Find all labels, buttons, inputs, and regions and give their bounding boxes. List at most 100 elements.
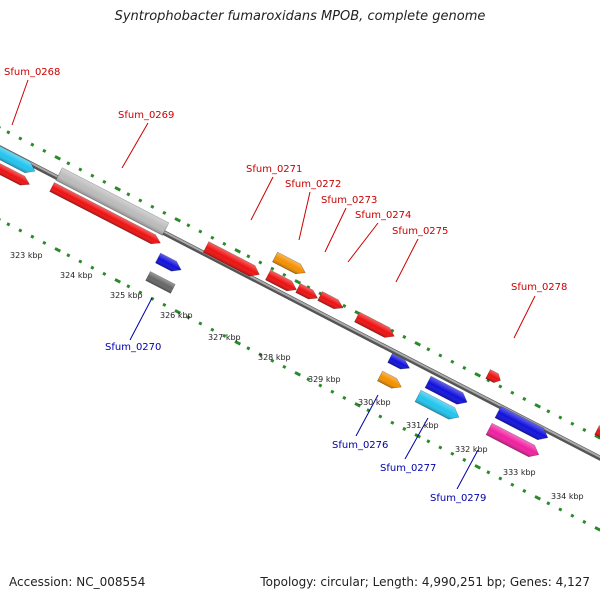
label-sfum-0272-leader bbox=[298, 191, 311, 241]
inner-tick bbox=[438, 445, 443, 450]
label-sfum-0269: Sfum_0269 bbox=[118, 110, 174, 121]
inner-tick bbox=[246, 346, 251, 351]
gene-sfum-0270-shade bbox=[145, 271, 176, 294]
inner-tick bbox=[18, 228, 23, 233]
outer-tick bbox=[66, 161, 71, 166]
accession-text: Accession: NC_008554 bbox=[9, 575, 146, 589]
inner-tick bbox=[258, 352, 263, 357]
label-sfum-0271-leader bbox=[250, 176, 274, 221]
kbp-label: 325 kbp bbox=[110, 291, 143, 300]
gene-sfum-0268-top-shade bbox=[0, 144, 35, 173]
label-sfum-0274-leader bbox=[347, 222, 379, 263]
kbp-label: 324 kbp bbox=[60, 271, 93, 280]
outer-tick bbox=[42, 148, 47, 153]
inner-tick bbox=[306, 377, 311, 382]
inner-tick bbox=[402, 426, 407, 431]
inner-tick bbox=[498, 476, 503, 481]
gene-sfum-0276-blue-shade bbox=[387, 353, 410, 370]
label-sfum-0268-leader bbox=[11, 79, 29, 126]
gene-sfum-0273 bbox=[265, 269, 297, 292]
gene-sfum-0279-blue-shade bbox=[495, 406, 548, 440]
gene-sfum-0268 bbox=[0, 161, 31, 186]
inner-tick bbox=[474, 464, 482, 470]
outer-tick bbox=[462, 365, 467, 370]
inner-tick bbox=[126, 284, 131, 289]
gene-sfum-0273-shade bbox=[265, 270, 297, 291]
outer-tick bbox=[126, 192, 131, 197]
outer-tick bbox=[558, 415, 563, 420]
inner-tick bbox=[546, 501, 551, 506]
gene-sfum-0269-grey bbox=[55, 167, 170, 236]
inner-tick bbox=[186, 315, 191, 320]
outer-tick bbox=[342, 303, 347, 308]
inner-tick bbox=[138, 290, 143, 295]
outer-tick bbox=[138, 198, 143, 203]
label-sfum-0270: Sfum_0270 bbox=[105, 342, 161, 353]
outer-tick bbox=[6, 130, 11, 135]
label-sfum-0275: Sfum_0275 bbox=[392, 226, 448, 237]
label-sfum-0273-leader bbox=[324, 207, 347, 253]
inner-tick bbox=[594, 526, 600, 532]
gene-sfum-0274b-shade bbox=[317, 291, 344, 309]
outer-tick bbox=[222, 241, 227, 246]
inner-tick bbox=[390, 420, 395, 425]
inner-tick bbox=[114, 278, 122, 284]
gene-sfum-0270-blue-shade bbox=[155, 253, 182, 272]
inner-tick bbox=[222, 333, 227, 338]
inner-tick bbox=[522, 488, 527, 493]
inner-tick bbox=[486, 470, 491, 475]
outer-tick bbox=[438, 353, 443, 358]
kbp-label: 334 kbp bbox=[551, 492, 584, 501]
inner-tick bbox=[174, 309, 182, 315]
inner-tick bbox=[462, 457, 467, 462]
gene-sfum-0277-blue bbox=[424, 375, 468, 405]
outer-tick bbox=[30, 142, 35, 147]
gene-sfum-0274-shade bbox=[295, 283, 318, 300]
gene-sfum-0278-shade bbox=[485, 369, 501, 383]
gene-sfum-0277-blue-shade bbox=[425, 376, 468, 405]
outer-tick bbox=[246, 254, 251, 259]
inner-tick bbox=[78, 259, 83, 264]
outer-tick bbox=[78, 167, 83, 172]
inner-tick bbox=[294, 371, 302, 377]
kbp-label: 328 kbp bbox=[258, 353, 291, 362]
gene-sfum-0272 bbox=[272, 251, 306, 275]
label-sfum-0268: Sfum_0268 bbox=[4, 67, 60, 78]
gene-sfum-0275-shade bbox=[354, 312, 395, 338]
outer-tick bbox=[18, 136, 23, 141]
outer-tick bbox=[102, 179, 107, 184]
inner-tick bbox=[426, 439, 431, 444]
outer-tick bbox=[258, 260, 263, 265]
gene-sfum-0270 bbox=[145, 271, 176, 294]
inner-tick bbox=[162, 302, 167, 307]
topology-text: Topology: circular; Length: 4,990,251 bp… bbox=[260, 575, 590, 589]
outer-tick bbox=[486, 378, 491, 383]
outer-tick bbox=[174, 217, 182, 223]
gene-sfum-0270-blue bbox=[155, 252, 182, 272]
inner-tick bbox=[30, 234, 35, 239]
label-sfum-0279: Sfum_0279 bbox=[430, 493, 486, 504]
inner-tick bbox=[354, 402, 362, 408]
gene-sfum-0279 bbox=[485, 422, 540, 458]
outer-tick bbox=[114, 186, 122, 192]
inner-tick bbox=[282, 364, 287, 369]
inner-tick bbox=[342, 395, 347, 400]
outer-tick bbox=[522, 396, 527, 401]
label-sfum-0276: Sfum_0276 bbox=[332, 440, 388, 451]
inner-tick bbox=[510, 482, 515, 487]
label-sfum-0278: Sfum_0278 bbox=[511, 282, 567, 293]
inner-tick bbox=[330, 389, 335, 394]
gene-sfum-0268-top bbox=[0, 144, 36, 174]
outer-tick bbox=[498, 384, 503, 389]
outer-tick bbox=[270, 266, 275, 271]
outer-tick bbox=[294, 279, 302, 285]
kbp-label: 326 kbp bbox=[160, 311, 193, 320]
label-sfum-0271: Sfum_0271 bbox=[246, 164, 302, 175]
inner-tick bbox=[42, 240, 47, 245]
inner-tick bbox=[378, 414, 383, 419]
gene-sfum-0271 bbox=[202, 241, 260, 277]
gene-sfum-0269-grey-shade bbox=[55, 167, 169, 236]
label-sfum-0272: Sfum_0272 bbox=[285, 179, 341, 190]
inner-tick bbox=[450, 451, 455, 456]
